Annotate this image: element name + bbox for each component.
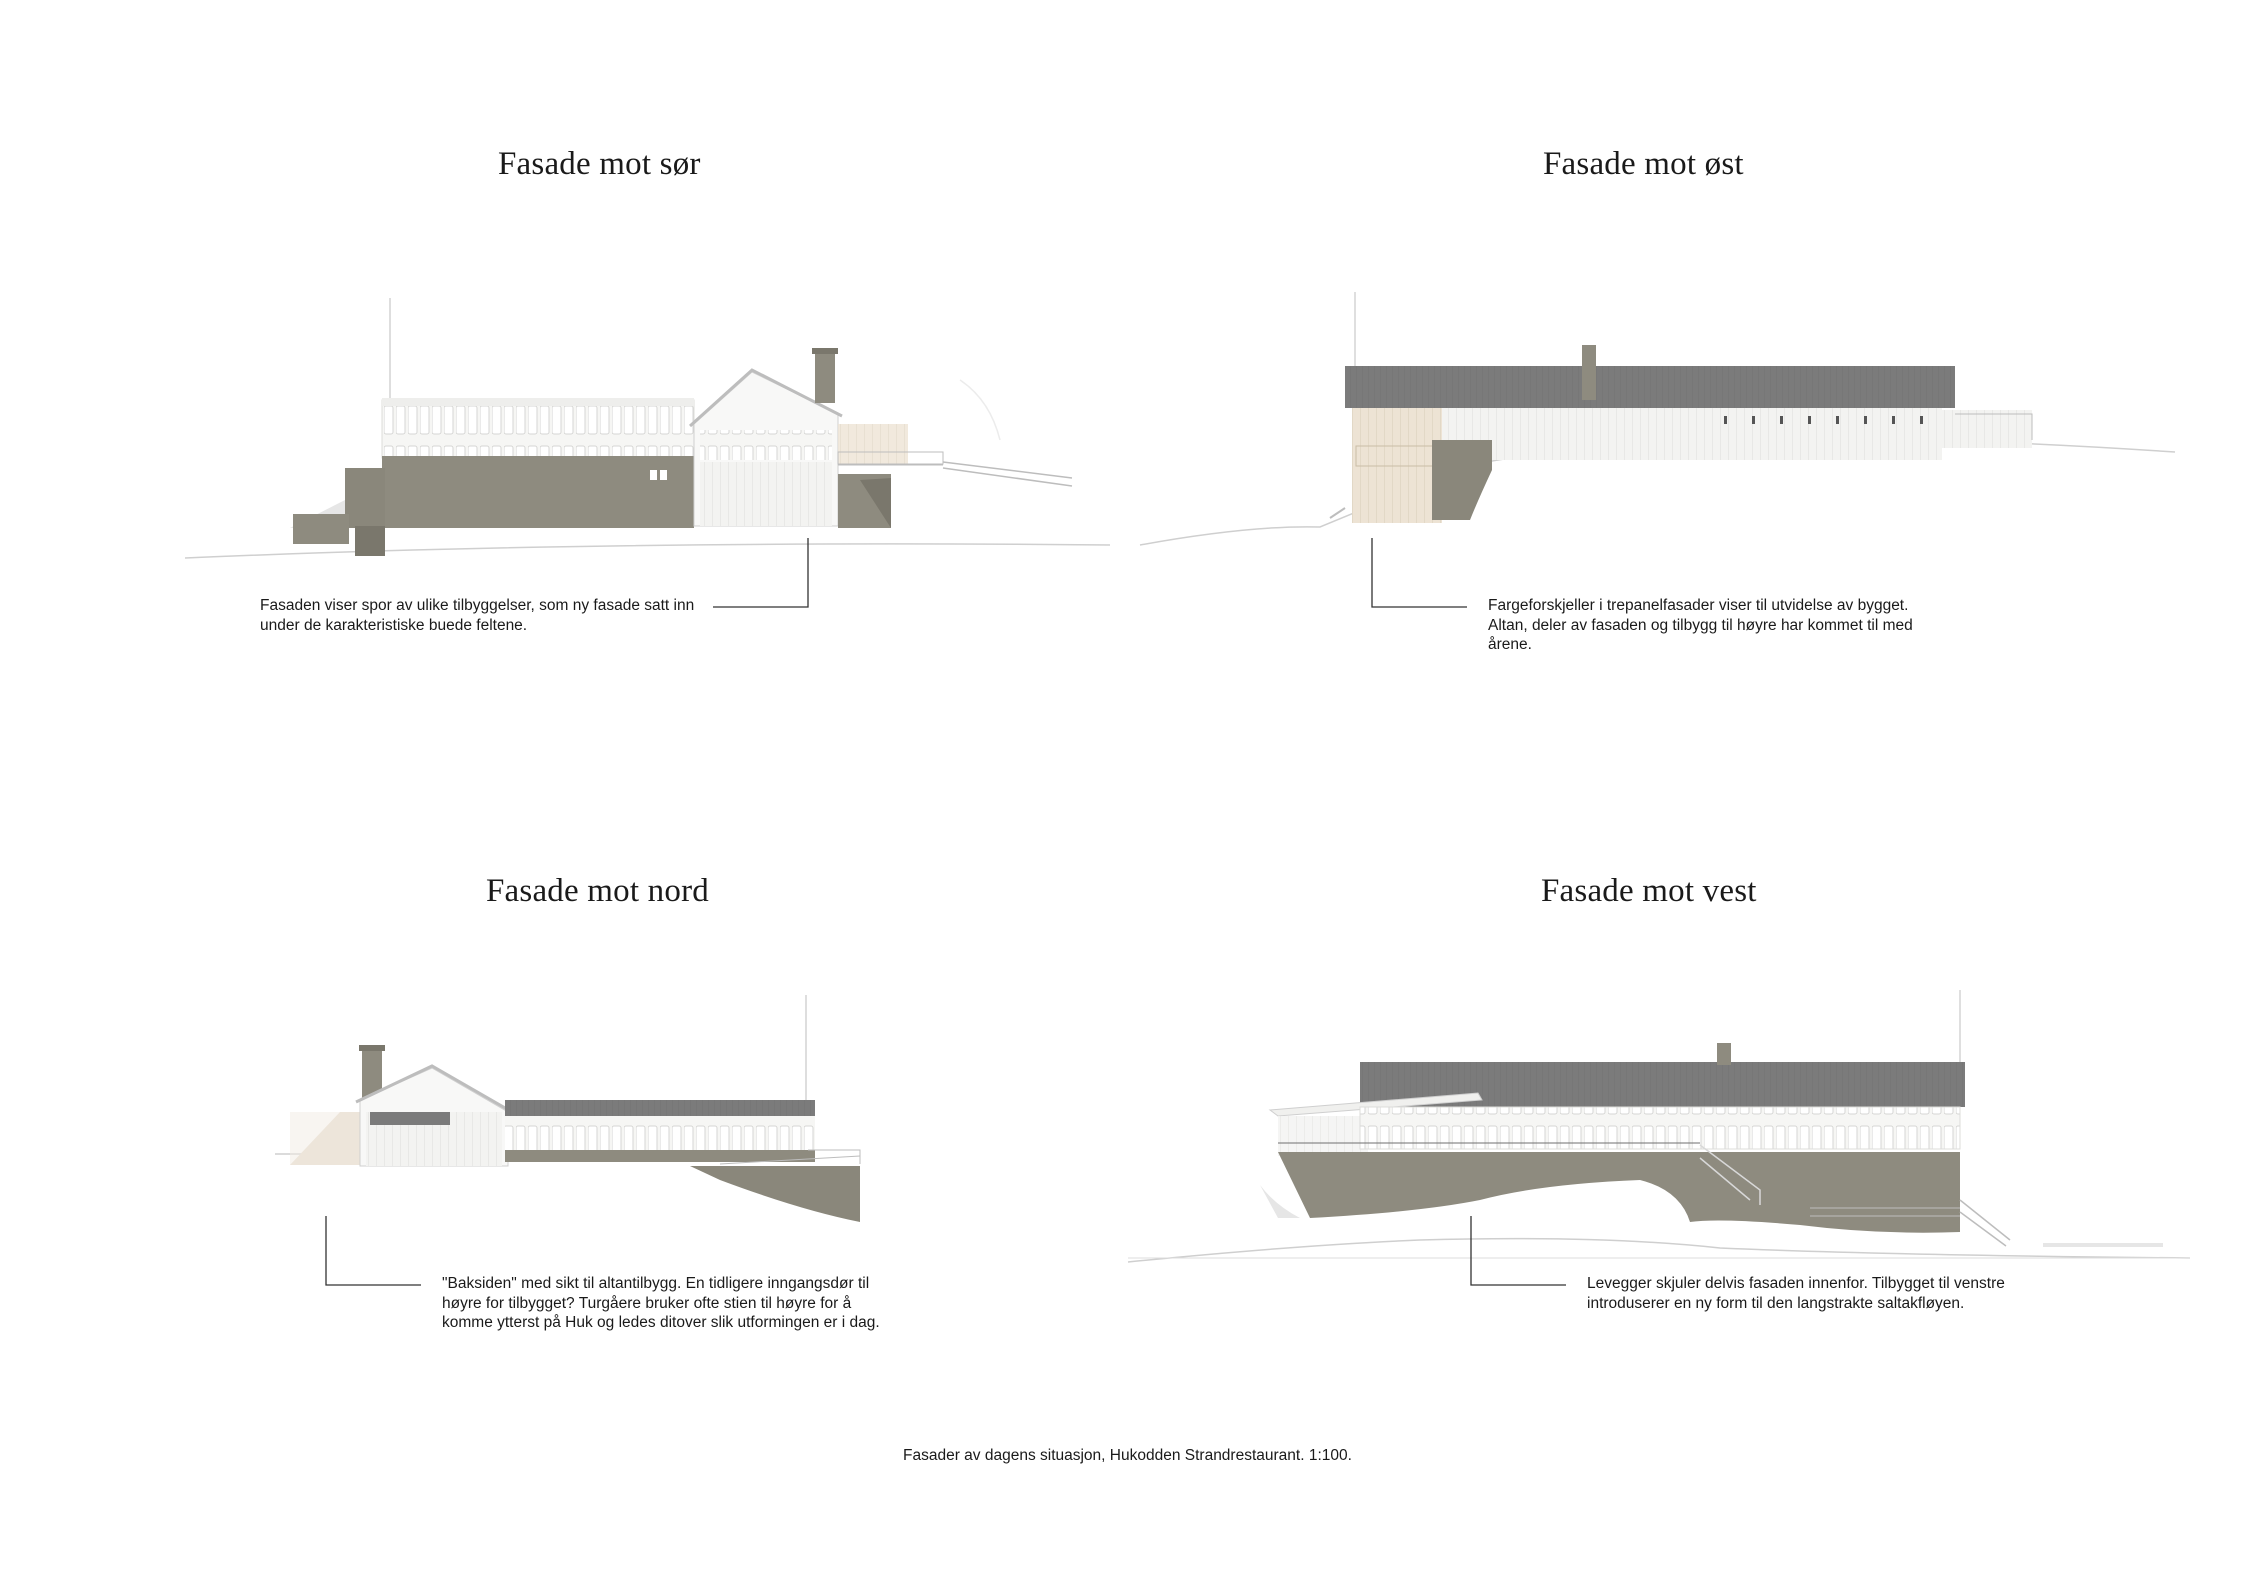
facade-title-east: Fasade mot øst bbox=[1543, 146, 1744, 182]
leader-line-west bbox=[1470, 1216, 1566, 1286]
facade-caption-west: Levegger skjuler delvis fasaden innenfor… bbox=[1587, 1275, 2005, 1312]
facade-drawing-west bbox=[1127, 990, 2191, 1263]
facade-drawing-south bbox=[184, 298, 1111, 559]
leader-lines bbox=[325, 538, 1566, 1286]
facade-caption-south: Fasaden viser spor av ulike tilbyggelser… bbox=[260, 597, 695, 634]
facade-title-south: Fasade mot sør bbox=[498, 146, 701, 182]
leader-line-east bbox=[1371, 538, 1467, 608]
facade-title-north: Fasade mot nord bbox=[486, 873, 709, 909]
facade-title-west: Fasade mot vest bbox=[1541, 873, 1757, 909]
leader-line-south bbox=[713, 538, 809, 608]
facade-caption-north: "Baksiden" med sikt til altantilbygg. En… bbox=[442, 1275, 880, 1331]
figure-footer: Fasader av dagens situasjon, Hukodden St… bbox=[903, 1447, 1352, 1464]
leader-line-north bbox=[325, 1216, 421, 1286]
facade-drawing-north bbox=[275, 995, 861, 1222]
facade-caption-east: Fargeforskjeller i trepanelfasader viser… bbox=[1488, 597, 1913, 653]
facade-drawing-east bbox=[1139, 292, 2176, 546]
